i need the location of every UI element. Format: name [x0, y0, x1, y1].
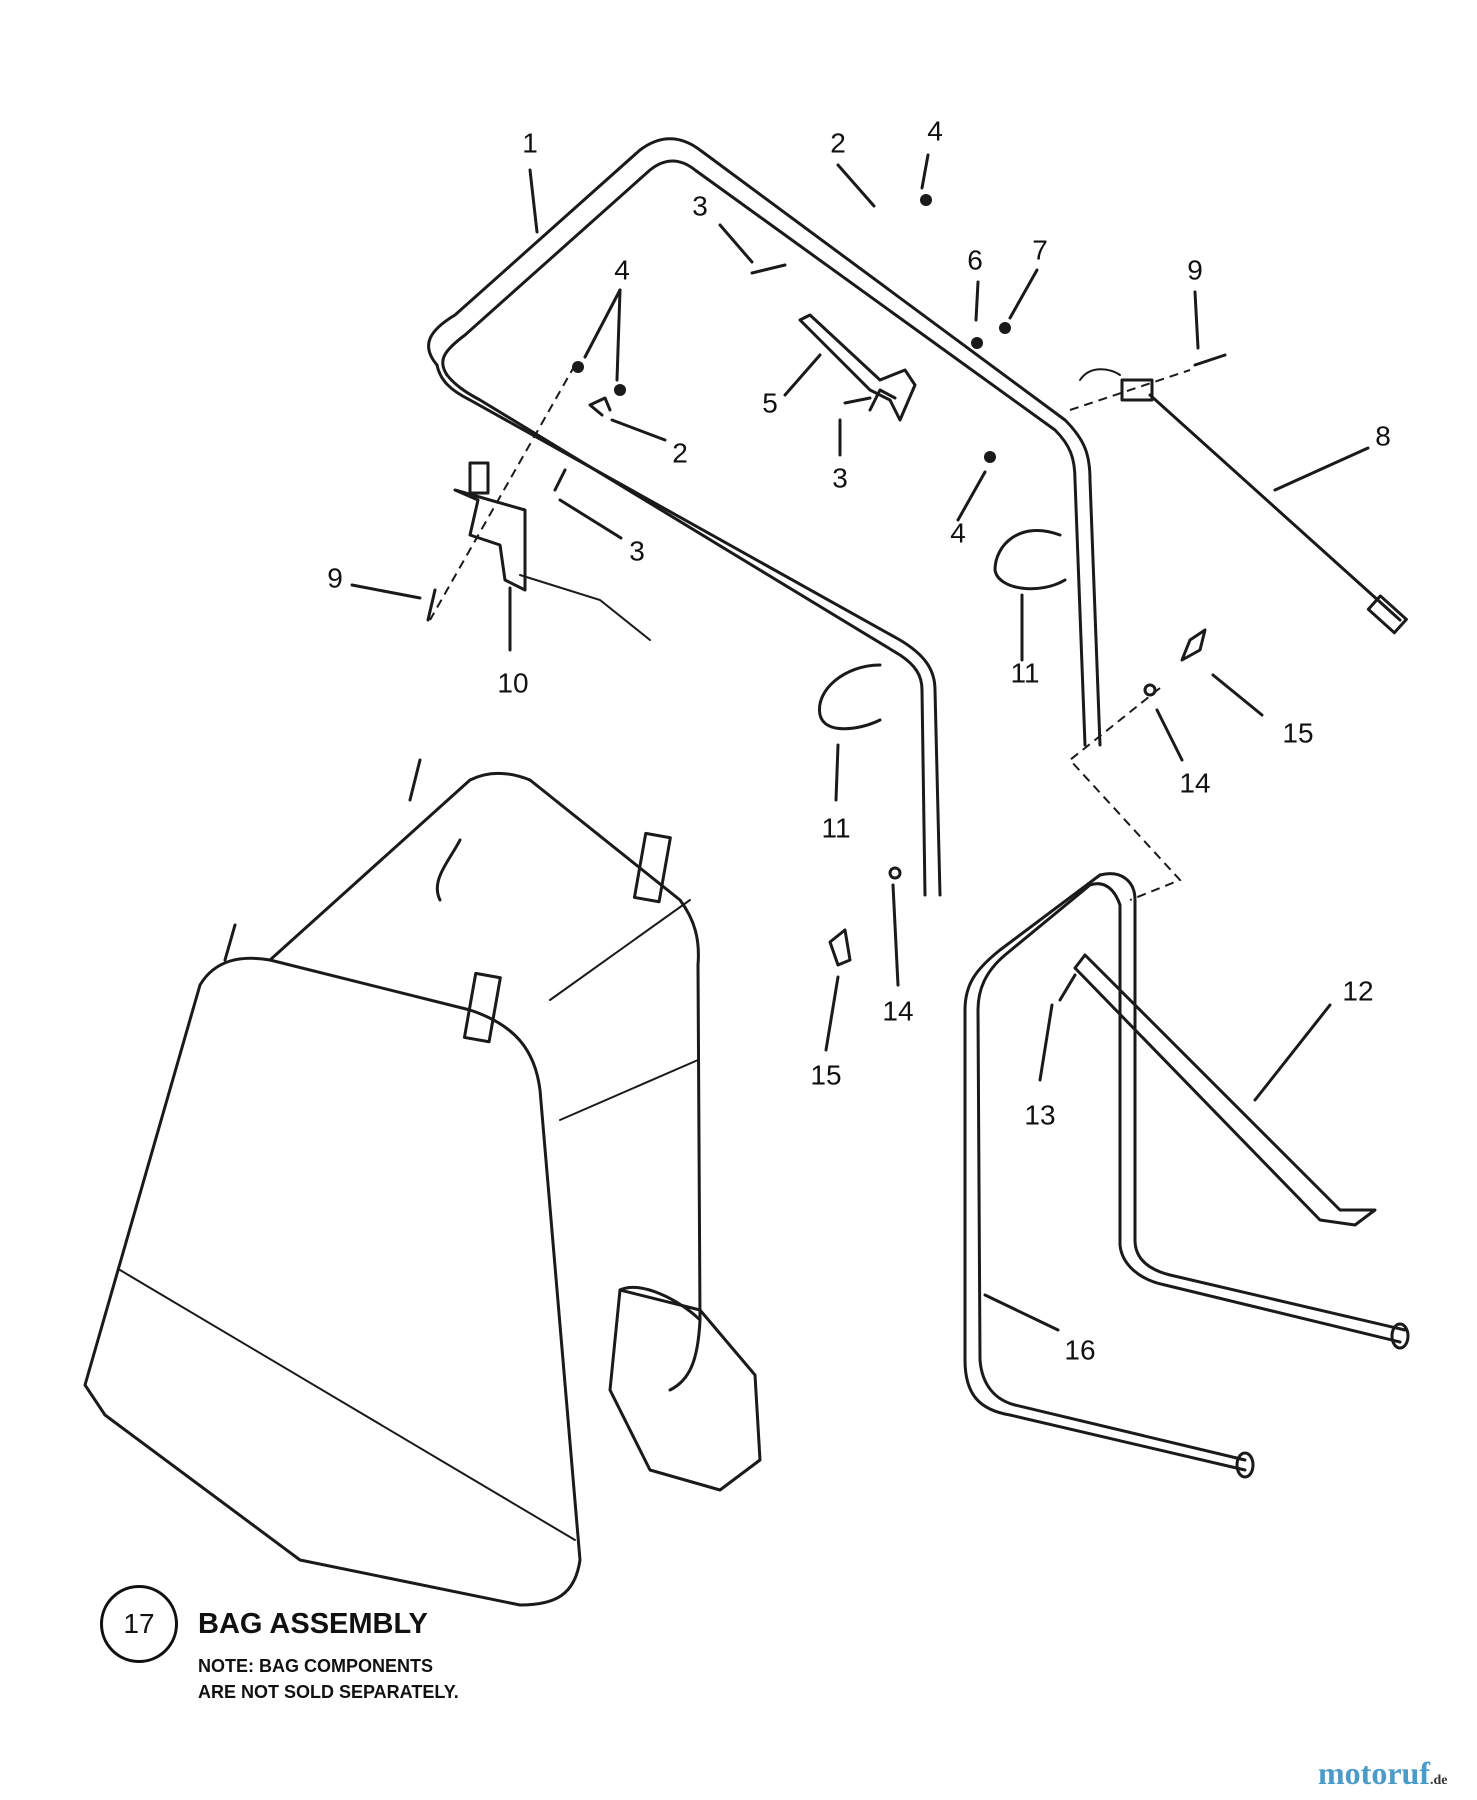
- callout-5: 5: [762, 387, 778, 418]
- callout-3c: 3: [629, 535, 645, 566]
- callout-8: 8: [1375, 420, 1391, 451]
- callout-14a: 14: [1179, 767, 1210, 798]
- callout-7: 7: [1032, 234, 1048, 265]
- callout-2b: 2: [672, 437, 688, 468]
- note-line-1: NOTE: BAG COMPONENTS: [198, 1656, 434, 1676]
- callout-11a: 11: [1010, 657, 1039, 688]
- callout-4a: 4: [927, 115, 943, 146]
- callout-10: 10: [497, 667, 528, 698]
- control-cable: [1079, 368, 1408, 635]
- cable-clip-upper: [993, 529, 1067, 591]
- grass-bag: [83, 758, 762, 1607]
- callout-4c: 4: [950, 517, 966, 548]
- watermark-logo: motoruf.de: [1318, 1755, 1447, 1792]
- leader-lines: [350, 153, 1370, 1332]
- cable-clip-lower: [818, 663, 882, 731]
- lower-handle: [963, 872, 1410, 1479]
- callout-15b: 15: [810, 1059, 841, 1090]
- callout-1: 1: [522, 127, 538, 158]
- callout-9b: 9: [327, 562, 343, 593]
- callout-4b: 4: [614, 254, 630, 285]
- note-line-2: ARE NOT SOLD SEPARATELY.: [198, 1682, 459, 1702]
- callout-13: 13: [1024, 1099, 1055, 1130]
- callout-labels: 1 2 4 3 4 6 7 9 5 2 3 8 3 4 9 11 10 15 1…: [327, 115, 1391, 1365]
- bag-assembly-number: 17: [100, 1585, 178, 1663]
- handle-strap: [1073, 953, 1377, 1227]
- bag-assembly-note: NOTE: BAG COMPONENTS ARE NOT SOLD SEPARA…: [198, 1653, 459, 1705]
- callout-11b: 11: [821, 812, 850, 843]
- bag-assembly-title: BAG ASSEMBLY: [198, 1608, 428, 1640]
- callout-6: 6: [967, 244, 983, 275]
- callout-14b: 14: [882, 995, 913, 1026]
- connection-lines: [429, 364, 1191, 901]
- callout-16: 16: [1064, 1334, 1095, 1365]
- watermark-brand: motoruf: [1318, 1755, 1430, 1791]
- callout-15a: 15: [1282, 717, 1313, 748]
- callout-9a: 9: [1187, 254, 1203, 285]
- callout-12: 12: [1342, 975, 1373, 1006]
- hardware-parts: [426, 194, 1227, 1002]
- watermark-tld: .de: [1429, 1773, 1448, 1788]
- callout-2a: 2: [830, 127, 846, 158]
- callout-3b: 3: [832, 462, 848, 493]
- control-bracket: [453, 461, 651, 641]
- upper-handle: [427, 137, 1102, 897]
- handle-bracket: [798, 313, 917, 422]
- callout-3a: 3: [692, 190, 708, 221]
